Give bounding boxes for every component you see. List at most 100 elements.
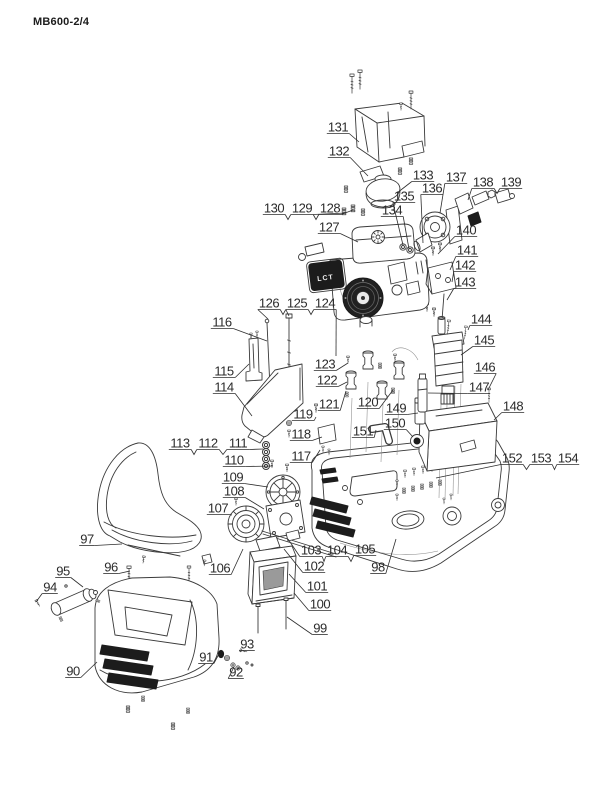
callout-label: 127	[319, 220, 339, 235]
callout-label: 153	[531, 451, 551, 466]
electrical-box-assembly	[247, 529, 301, 634]
washer-icon	[224, 655, 230, 661]
callout-label: 93	[240, 637, 254, 652]
callout-121: 121	[317, 390, 347, 412]
washer-stack-icon	[411, 485, 415, 492]
leader-line	[229, 514, 233, 516]
screw-icon	[285, 463, 289, 473]
leader-line	[234, 393, 253, 417]
callout-label: 146	[475, 360, 495, 375]
leader-line	[313, 212, 347, 215]
callout-96: 96	[103, 560, 131, 575]
callout-137: 137	[439, 170, 468, 214]
callout-111: 111	[226, 436, 264, 451]
hood-vent-slat	[106, 672, 159, 690]
bolt-icon	[349, 73, 355, 94]
leader-line	[293, 592, 310, 611]
screw-icon	[438, 242, 442, 252]
hood-assembly	[94, 565, 254, 730]
callout-label: 110	[224, 453, 243, 468]
callout-100: 100	[293, 592, 332, 612]
mount-plate-108	[265, 499, 306, 539]
leader-line	[467, 188, 473, 201]
callout-102: 102	[283, 548, 326, 574]
callout-label: 133	[413, 168, 433, 183]
leader-line	[427, 392, 468, 394]
washer-stack-icon	[408, 157, 414, 165]
box-bolt	[255, 603, 261, 634]
washer-stack-icon	[170, 722, 176, 730]
screw-icon	[346, 355, 350, 364]
callout-label: 94	[43, 580, 57, 595]
leader-line	[312, 436, 323, 441]
callout-104: 104	[325, 543, 355, 563]
callout-145: 145	[460, 333, 496, 356]
callout-label: 138	[473, 175, 493, 190]
callout-123: 123	[313, 357, 349, 372]
leader-line	[335, 362, 349, 371]
leader-line	[437, 236, 456, 255]
pan-vent-dash	[321, 476, 339, 484]
callout-95: 95	[55, 564, 84, 588]
washer-stack-icon	[360, 208, 366, 216]
leader-line	[446, 288, 455, 301]
washer-stack-icon	[420, 483, 424, 490]
leader-line	[449, 256, 457, 271]
callout-93: 93	[238, 637, 255, 653]
leader-line	[385, 538, 397, 574]
hood-vent-slat	[99, 644, 150, 662]
leader-line	[460, 346, 474, 356]
leader-line	[80, 661, 98, 678]
leader-line	[420, 194, 424, 244]
bracket-assembly	[425, 242, 457, 335]
callout-label: 134	[382, 203, 402, 218]
callout-label: 90	[66, 664, 80, 679]
box-bolt	[283, 597, 289, 630]
washer-stack-icon	[125, 705, 131, 713]
screw-icon	[321, 445, 325, 453]
starter-motor-assembly	[417, 302, 491, 413]
callout-143: 143	[446, 275, 477, 301]
callout-118: 118	[289, 427, 323, 442]
callout-134: 134	[380, 203, 410, 250]
pan-vent-slat	[309, 496, 349, 514]
side-panel-assembly	[241, 313, 304, 444]
callout-label: 145	[474, 333, 494, 348]
callout-label: 111	[229, 436, 248, 451]
leader-line	[396, 181, 413, 194]
callout-label: 123	[315, 357, 335, 372]
base-pan	[309, 381, 510, 572]
page-title: MB600-2/4	[33, 16, 90, 28]
callout-126: 126	[257, 296, 287, 320]
hood-latch-parts	[217, 648, 254, 671]
callout-label: 143	[455, 275, 475, 290]
seat	[97, 442, 213, 567]
callout-106: 106	[208, 548, 244, 576]
callout-122: 122	[315, 373, 348, 388]
fitting-assembly	[454, 188, 515, 227]
callout-103: 103	[287, 538, 327, 563]
leader-line	[338, 381, 348, 387]
leader-line	[230, 548, 244, 575]
callout-label: 115	[214, 364, 233, 379]
callout-label: 130	[264, 201, 284, 216]
rubber-mount-icon	[376, 380, 388, 400]
washer-stack-icon	[345, 391, 349, 398]
callout-116: 116	[210, 315, 268, 342]
callout-label: 141	[457, 243, 477, 258]
leader-line	[451, 271, 455, 283]
callout-92: 92	[227, 665, 244, 680]
rubber-mount-icon	[345, 370, 357, 390]
washer-icon	[406, 246, 414, 254]
callout-131: 131	[326, 120, 360, 143]
leader-line	[288, 573, 307, 593]
pan-vent-dash	[319, 467, 337, 475]
engine-assembly: LCT	[298, 223, 430, 328]
leader-line	[227, 666, 235, 679]
callout-108: 108	[222, 484, 265, 510]
leader-line	[286, 616, 313, 635]
washer-stack-icon	[378, 362, 382, 369]
washer-stack-111	[261, 440, 271, 471]
pump-flange-assembly	[399, 205, 463, 254]
